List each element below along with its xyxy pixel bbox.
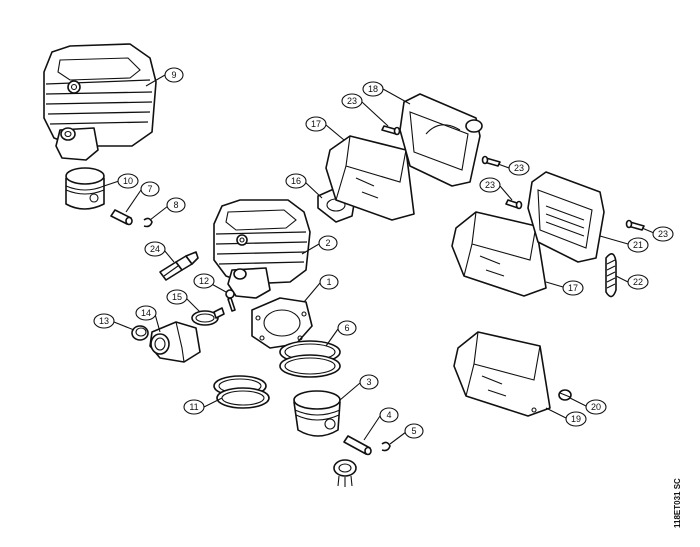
nut-20	[558, 389, 572, 401]
callout-number: 4	[386, 410, 391, 420]
callout-23-a: 23	[341, 93, 363, 109]
screw-23a	[381, 125, 401, 136]
callout-16: 16	[285, 173, 307, 189]
screw-23c	[505, 199, 523, 210]
callout-4: 4	[379, 407, 399, 423]
callout-number: 6	[344, 323, 349, 333]
callout-number: 17	[568, 283, 578, 293]
callout-19: 19	[565, 411, 587, 427]
callout-number: 20	[591, 402, 601, 412]
callout-15: 15	[166, 289, 188, 305]
callout-24: 24	[144, 241, 166, 257]
callout-13: 13	[93, 313, 115, 329]
callout-number: 11	[189, 402, 198, 412]
muffler-housing-18	[399, 93, 483, 187]
callout-number: 23	[514, 163, 524, 173]
callout-14: 14	[135, 305, 157, 321]
needle-bearing	[333, 459, 357, 487]
callout-number: 12	[199, 276, 209, 286]
callout-number: 10	[123, 176, 133, 186]
piston-pin-4	[343, 435, 372, 456]
drawing-code: 118ET031 SC	[673, 478, 682, 528]
hose-clamp-15	[191, 307, 225, 326]
spark-plug-24	[159, 251, 199, 281]
callout-17-middle: 17	[562, 280, 584, 296]
cylinder-2	[213, 199, 311, 299]
callout-23-c: 23	[479, 177, 501, 193]
circlip-5	[381, 441, 391, 452]
piston-rings-6	[279, 340, 341, 378]
callout-21: 21	[627, 237, 649, 253]
callout-number: 2	[325, 238, 330, 248]
callout-number: 21	[633, 240, 643, 250]
callout-7: 7	[140, 181, 160, 197]
callout-6: 6	[337, 320, 357, 336]
callout-2: 2	[318, 235, 338, 251]
callout-10: 10	[117, 173, 139, 189]
circlip-8	[143, 217, 153, 228]
callout-number: 24	[150, 244, 160, 254]
callout-5: 5	[404, 423, 424, 439]
callout-3: 3	[359, 374, 379, 390]
piston-rings-11	[213, 375, 270, 409]
callout-number: 23	[485, 180, 495, 190]
callout-11: 11	[183, 399, 205, 415]
callout-23-d: 23	[652, 226, 674, 242]
screw-23d	[625, 219, 645, 231]
callout-number: 1	[326, 277, 331, 287]
plug-13	[131, 325, 149, 341]
callout-number: 5	[411, 426, 416, 436]
callout-9: 9	[164, 67, 184, 83]
muffler-housing-21	[527, 171, 605, 263]
callout-23-b: 23	[508, 160, 530, 176]
callout-number: 22	[633, 277, 643, 287]
screw-23b	[481, 155, 501, 167]
callout-number: 8	[173, 200, 178, 210]
callout-12: 12	[193, 273, 215, 289]
callout-number: 16	[291, 176, 301, 186]
callout-17-upper: 17	[305, 116, 327, 132]
callout-number: 15	[172, 292, 182, 302]
callout-8: 8	[166, 197, 186, 213]
callout-1: 1	[319, 274, 339, 290]
callout-number: 9	[171, 70, 176, 80]
muffler-cover-17-upper	[325, 135, 415, 221]
leader-lines	[103, 74, 655, 445]
piston-3	[293, 390, 341, 437]
callout-number: 13	[99, 316, 109, 326]
callout-number: 23	[347, 96, 357, 106]
callout-number: 7	[147, 184, 152, 194]
piston-pin-7	[110, 209, 133, 226]
callout-number: 14	[141, 308, 151, 318]
intake-manifold-14	[149, 321, 201, 363]
muffler-19	[453, 331, 551, 417]
cylinder-gasket-1	[251, 297, 313, 349]
callout-number: 19	[571, 414, 581, 424]
callout-22: 22	[627, 274, 649, 290]
callout-number: 17	[311, 119, 321, 129]
decompression-valve-12	[225, 289, 236, 312]
callout-20: 20	[585, 399, 607, 415]
callout-number: 23	[658, 229, 668, 239]
callout-18: 18	[362, 81, 384, 97]
spark-screen-22	[605, 253, 617, 298]
piston-10	[65, 167, 105, 210]
callout-number: 18	[368, 84, 378, 94]
muffler-cover-17-middle	[451, 211, 547, 297]
cylinder-assembly-9	[43, 43, 157, 161]
callout-number: 3	[366, 377, 371, 387]
